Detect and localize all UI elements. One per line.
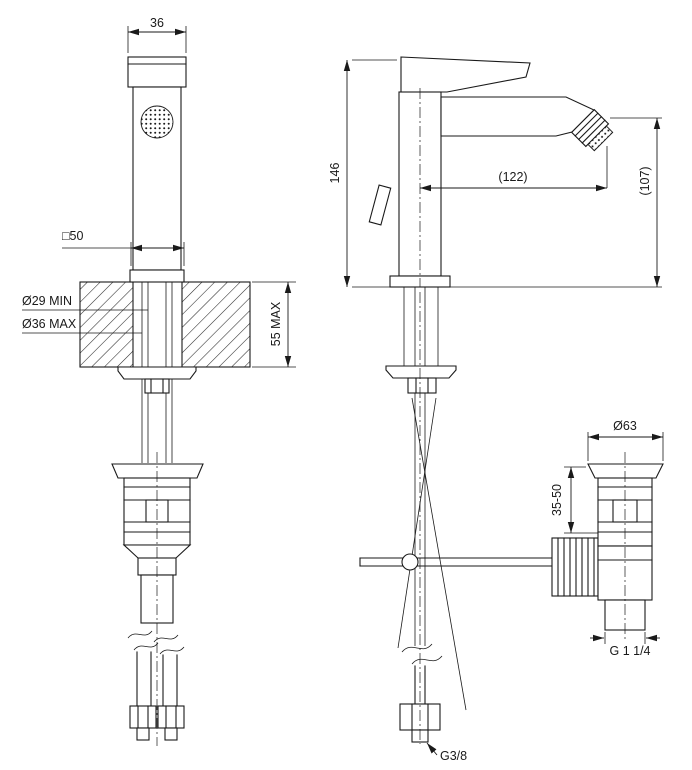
front-drain-assembly	[111, 463, 204, 624]
front-handle	[127, 56, 187, 88]
side-popup-rod-2	[411, 397, 467, 711]
dim-spout-height-label: (107)	[638, 166, 652, 195]
side-popup-knob	[368, 184, 392, 226]
front-supply-hoses	[129, 651, 185, 741]
side-faucet-body	[368, 56, 614, 288]
dim-supply-thread-label: G3/8	[440, 749, 467, 763]
dim-spout-reach: (122)	[420, 146, 608, 192]
side-popup-rod-1	[397, 397, 437, 649]
front-break-marks	[127, 630, 185, 655]
dim-hole-max: Ø36 MAX	[22, 317, 142, 334]
dim-waste-adjust: 35-50	[550, 466, 598, 534]
side-fixing-washer	[385, 365, 457, 394]
side-knurled-adjuster	[551, 537, 599, 597]
dim-spout-height: (107)	[610, 117, 662, 287]
dim-base-square-label: □50	[62, 229, 84, 243]
front-faucet-body	[127, 56, 187, 283]
dim-waste-flange: Ø63	[587, 419, 664, 461]
front-hose-nut-left	[129, 705, 157, 729]
side-pipes	[397, 287, 467, 711]
dim-base-square: □50	[62, 229, 185, 266]
dim-waste-adjust-label: 35-50	[550, 484, 564, 516]
dim-hole-min-label: Ø29 MIN	[22, 294, 72, 308]
dim-counter-max-label: 55 MAX	[269, 301, 283, 346]
dim-hole-min: Ø29 MIN	[22, 294, 148, 311]
side-break-marks	[401, 643, 443, 665]
side-ball-joint	[401, 553, 419, 571]
side-lever-handle	[400, 56, 531, 93]
side-aerator	[570, 108, 614, 152]
dim-top-width-label: 36	[150, 16, 164, 30]
front-aerator	[140, 105, 174, 139]
dim-counter-max: 55 MAX	[252, 281, 296, 368]
side-drain-assembly	[551, 463, 664, 631]
dim-body-height: 146	[328, 59, 662, 288]
side-control-rod	[359, 553, 553, 571]
dim-waste-flange-label: Ø63	[613, 419, 637, 433]
dim-waste-thread-label: G 1 1/4	[610, 644, 651, 658]
front-countertop-section	[79, 281, 251, 368]
front-base-plate	[129, 269, 185, 283]
side-view: 146 (122) (107) Ø63 35-50	[328, 56, 664, 763]
front-view: 36 □50 Ø29 MIN Ø36 MAX 55 MAX	[22, 16, 296, 746]
dim-body-height-label: 146	[328, 163, 342, 184]
dim-top-width: 36	[127, 16, 187, 53]
dim-spout-reach-label: (122)	[498, 170, 527, 184]
side-spout	[440, 96, 595, 137]
dim-hole-max-label: Ø36 MAX	[22, 317, 77, 331]
front-hose-nut-right	[157, 705, 185, 729]
dim-supply-thread: G3/8	[426, 742, 467, 763]
front-fixing-washer	[117, 366, 197, 394]
dim-waste-thread: G 1 1/4	[590, 632, 660, 658]
